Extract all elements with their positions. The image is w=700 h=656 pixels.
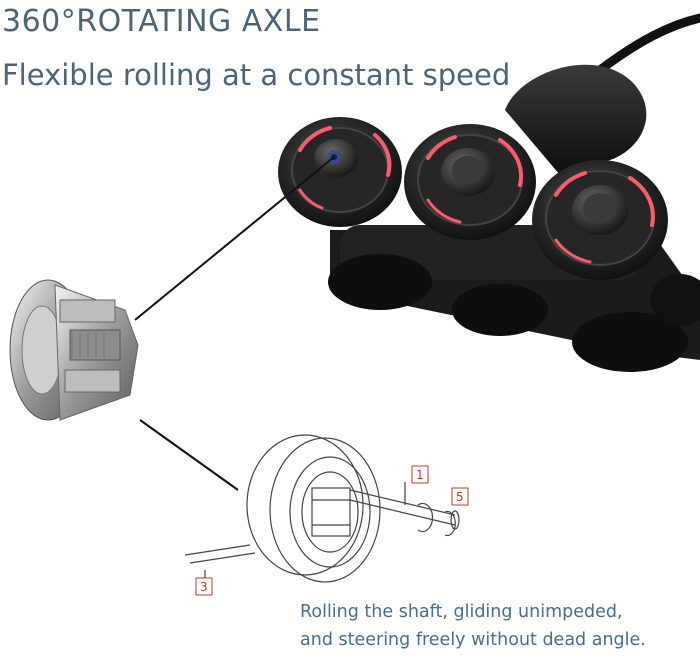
roller-wheel-middle <box>404 124 536 240</box>
svg-text:3: 3 <box>200 580 208 594</box>
diagram-label-1: 1 <box>411 465 429 484</box>
callout-lines <box>134 156 335 491</box>
diagram-label-5: 5 <box>451 487 469 506</box>
caption-line-1: Rolling the shaft, gliding unimpeded, <box>300 602 623 622</box>
svg-text:1: 1 <box>416 468 424 482</box>
power-cable <box>595 13 700 75</box>
svg-text:5: 5 <box>456 490 464 504</box>
lower-wheels <box>328 254 700 372</box>
feature-title: 360°ROTATING AXLE <box>2 4 321 39</box>
diagram-label-3: 3 <box>195 577 213 596</box>
roller-wheel-right <box>532 160 668 280</box>
feature-caption: Rolling the shaft, gliding unimpeded, an… <box>300 598 695 654</box>
bearing-cutaway <box>9 279 139 421</box>
wheel-technical-drawing <box>184 434 460 583</box>
feature-subtitle: Flexible rolling at a constant speed <box>2 58 511 92</box>
caption-line-2: and steering freely without dead angle. <box>300 630 646 650</box>
roller-wheel-left <box>278 117 402 227</box>
